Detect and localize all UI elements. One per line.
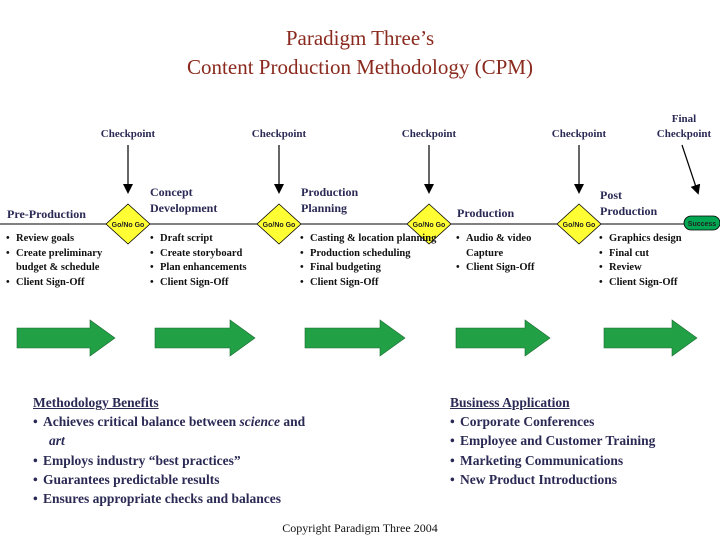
task-item: Client Sign-Off — [599, 276, 717, 291]
benefit-item: Achieves critical balance between scienc… — [33, 412, 393, 451]
checkpoint-label-3: Checkpoint — [401, 128, 457, 140]
stage-title-production-planning: Production Planning — [301, 184, 358, 216]
stage-tasks-post-production: Graphics design Final cut Review Client … — [599, 232, 717, 290]
final-checkpoint-line1: Final — [671, 113, 697, 125]
stage-tasks-production-planning: Casting & location planning Production s… — [300, 232, 440, 290]
business-item: Corporate Conferences — [450, 412, 715, 432]
benefit-item: Guarantees predictable results — [33, 470, 393, 490]
benefit-emphasis: art — [49, 433, 65, 449]
task-item: Final budgeting — [300, 261, 440, 276]
task-item: Client Sign-Off — [150, 276, 278, 291]
stage-title-production: Production — [457, 206, 515, 220]
benefits-list: Achieves critical balance between scienc… — [33, 412, 393, 509]
task-item: Review — [599, 261, 717, 276]
copyright-notice: Copyright Paradigm Three 2004 — [282, 521, 438, 535]
business-heading: Business Application — [450, 395, 570, 410]
task-item: Create preliminary budget & schedule — [6, 247, 128, 276]
stage-title-line: Production — [600, 204, 658, 218]
stage-tasks-concept-development: Draft script Create storyboard Plan enha… — [150, 232, 278, 290]
stage-title-line: Development — [150, 201, 218, 215]
final-checkpoint-line2: Checkpoint — [656, 128, 712, 140]
business-list: Corporate Conferences Employee and Custo… — [450, 412, 715, 489]
task-item: Review goals — [6, 232, 128, 247]
task-item: Final cut — [599, 247, 717, 262]
stage-tasks-production: Audio & video Capture Client Sign-Off — [456, 232, 556, 276]
final-checkpoint-label: Final Checkpoint — [634, 112, 720, 142]
task-item: Graphics design — [599, 232, 717, 247]
task-item: Production scheduling — [300, 247, 440, 262]
task-item: Create storyboard — [150, 247, 278, 262]
methodology-benefits: Methodology Benefits Achieves critical b… — [33, 393, 393, 509]
stage-arrow-4 — [455, 319, 551, 357]
task-item: Client Sign-Off — [6, 276, 128, 291]
business-item: Employee and Customer Training — [450, 431, 715, 451]
stage-tasks-pre-production: Review goals Create preliminary budget &… — [6, 232, 128, 290]
task-item: Client Sign-Off — [300, 276, 440, 291]
svg-text:Go/No Go: Go/No Go — [563, 222, 596, 229]
svg-text:Go/No Go: Go/No Go — [263, 222, 296, 229]
gate-diamond-4: Go/No Go — [556, 203, 602, 245]
benefit-item: Employs industry “best practices” — [33, 451, 393, 471]
task-item: Client Sign-Off — [456, 261, 556, 276]
stage-arrow-5 — [603, 319, 698, 357]
checkpoint-label-4: Checkpoint — [551, 128, 607, 140]
business-application: Business Application Corporate Conferenc… — [450, 393, 715, 489]
business-item: Marketing Communications — [450, 451, 715, 471]
svg-text:Go/No Go: Go/No Go — [413, 222, 446, 229]
stage-title-concept-development: Concept Development — [150, 184, 217, 216]
task-item: Plan enhancements — [150, 261, 278, 276]
benefit-emphasis: science — [239, 414, 280, 429]
svg-text:Success: Success — [688, 221, 717, 228]
task-item: Audio & video Capture — [456, 232, 556, 261]
checkpoint-label-2: Checkpoint — [251, 128, 307, 140]
stage-arrow-3 — [304, 319, 406, 357]
stage-title-line: Concept — [150, 185, 193, 199]
benefit-item: Ensures appropriate checks and balances — [33, 489, 393, 509]
task-item: Draft script — [150, 232, 278, 247]
stage-title-pre-production: Pre-Production — [7, 207, 86, 221]
stage-title-post-production: Post Production — [600, 187, 657, 219]
business-item: New Product Introductions — [450, 470, 715, 490]
stage-title-line: Post — [600, 188, 622, 202]
benefit-text: and — [279, 414, 306, 429]
success-marker: Success — [683, 215, 720, 231]
benefit-text: Achieves critical balance between — [43, 414, 240, 429]
svg-text:Go/No Go: Go/No Go — [112, 222, 145, 229]
task-item: Casting & location planning — [300, 232, 440, 247]
stage-arrow-2 — [154, 319, 256, 357]
page-subtitle: Content Production Methodology (CPM) — [187, 55, 533, 79]
stage-title-line: Production — [301, 185, 359, 199]
stage-arrow-1 — [16, 319, 116, 357]
stage-title-line: Planning — [301, 201, 348, 215]
checkpoint-label-1: Checkpoint — [100, 128, 156, 140]
benefits-heading: Methodology Benefits — [33, 395, 159, 410]
page-title: Paradigm Three’s — [285, 26, 435, 50]
final-checkpoint-arrow — [681, 144, 701, 195]
